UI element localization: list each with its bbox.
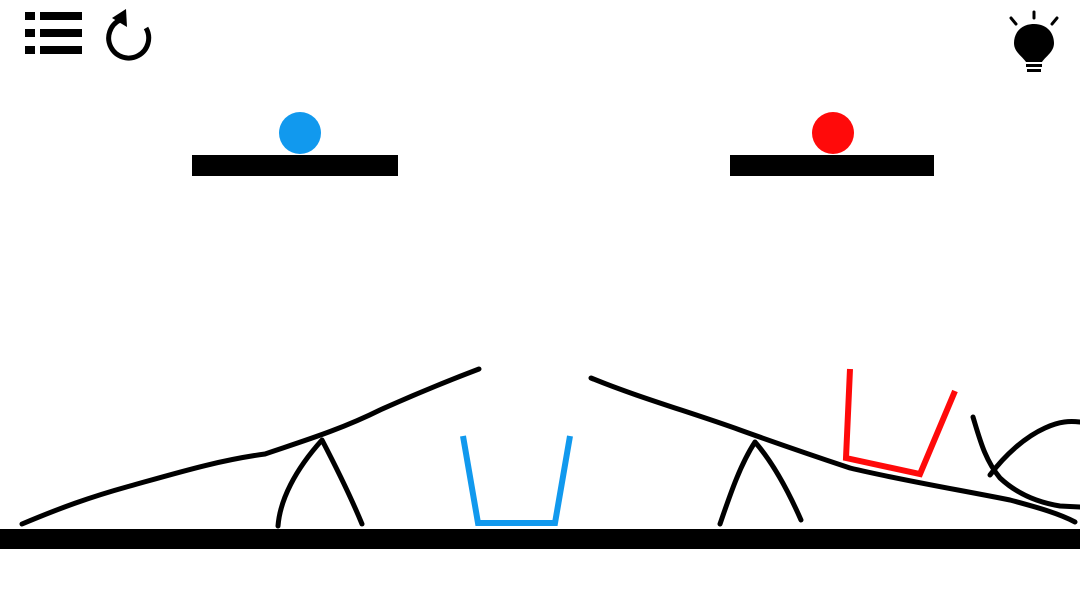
restart-button[interactable] <box>104 10 154 60</box>
drawn-line-right-support <box>717 439 804 527</box>
left-ledge <box>192 155 398 176</box>
restart-icon <box>106 9 152 61</box>
red-cup <box>842 368 958 478</box>
red-ball <box>812 112 854 154</box>
list-menu-icon <box>25 12 82 54</box>
hint-button[interactable] <box>1004 8 1064 76</box>
drawn-line-left-support <box>275 437 365 529</box>
drawn-line-far-right-arc <box>987 419 1080 478</box>
blue-cup <box>460 435 573 526</box>
ground-platform <box>0 529 1080 549</box>
drawn-line-far-right-scribble <box>970 414 1080 510</box>
right-ledge <box>730 155 934 176</box>
menu-button[interactable] <box>22 10 84 60</box>
lightbulb-icon <box>1009 10 1059 72</box>
drawn-line-right-ramp <box>588 375 1078 525</box>
blue-ball <box>279 112 321 154</box>
drawn-line-left-ramp <box>19 366 482 527</box>
